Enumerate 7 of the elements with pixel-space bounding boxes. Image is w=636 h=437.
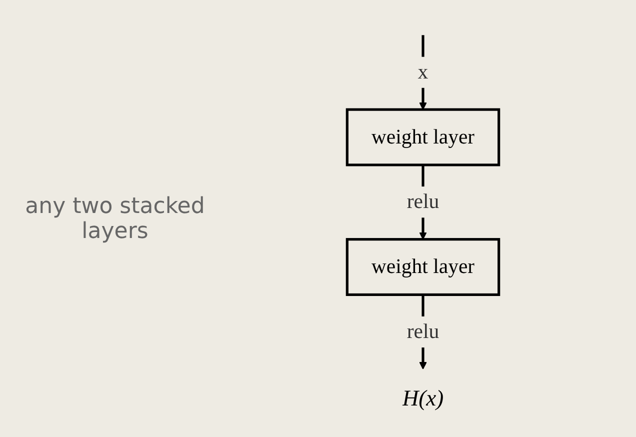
edge-label: x <box>418 60 428 84</box>
node-box: weight layer <box>346 238 500 296</box>
edge-label: relu <box>406 320 440 343</box>
annotation-text: any two stacked layers <box>24 194 206 244</box>
edge-label: relu <box>406 190 440 213</box>
node-box: weight layer <box>346 108 500 166</box>
node-text: H(x) <box>402 385 444 410</box>
